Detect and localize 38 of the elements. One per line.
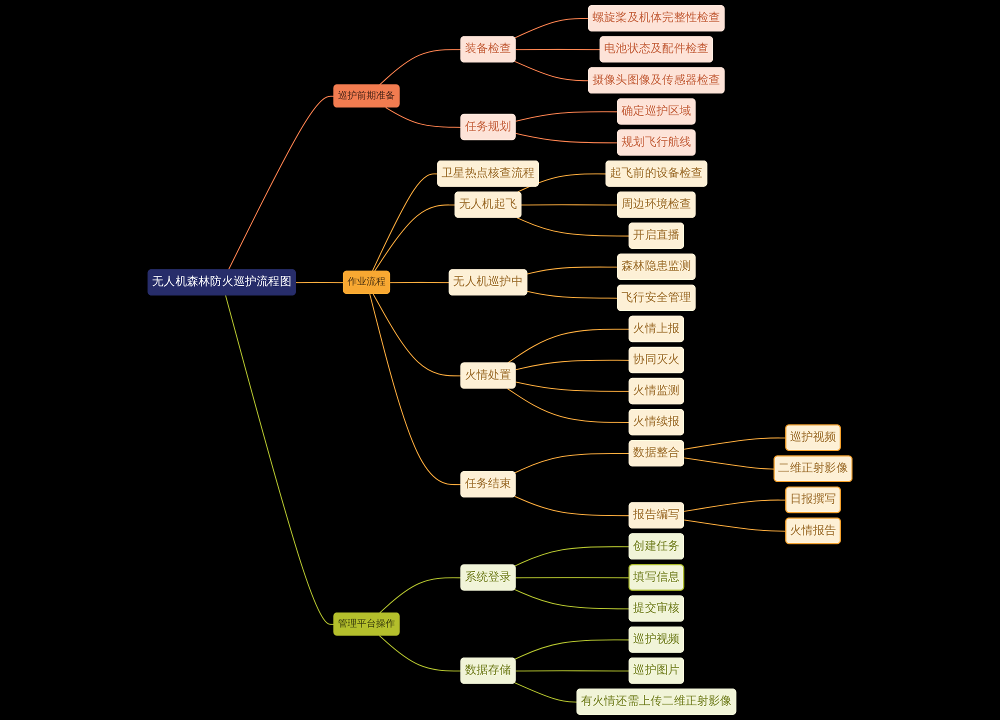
connector [516, 360, 630, 370]
connector [684, 500, 786, 512]
connector [516, 173, 606, 193]
connector [514, 18, 589, 38]
connector [514, 452, 630, 474]
connector [516, 48, 600, 50]
connector [684, 457, 774, 470]
connector [516, 577, 630, 578]
connector [369, 294, 462, 486]
connector [516, 670, 630, 672]
connector [296, 282, 344, 284]
connector [514, 60, 589, 82]
connector [379, 577, 462, 614]
connector [516, 132, 618, 144]
connector [514, 496, 630, 516]
connector [527, 266, 618, 274]
connector [507, 388, 630, 423]
connector [516, 217, 630, 237]
connector [374, 204, 456, 272]
connector [225, 295, 334, 625]
connector [684, 437, 786, 450]
connector [684, 519, 786, 532]
connector [372, 173, 438, 272]
connector [516, 381, 630, 392]
connector [514, 682, 578, 703]
connector [514, 639, 630, 660]
connector [228, 96, 334, 270]
connector [379, 635, 462, 672]
connector [372, 294, 462, 376]
connector [385, 107, 462, 128]
connector [514, 546, 630, 567]
connector [516, 111, 618, 122]
connector [379, 49, 462, 86]
connector [390, 282, 450, 284]
connector [507, 328, 630, 364]
connector [522, 204, 618, 206]
connector [527, 290, 618, 299]
connector [514, 589, 630, 610]
